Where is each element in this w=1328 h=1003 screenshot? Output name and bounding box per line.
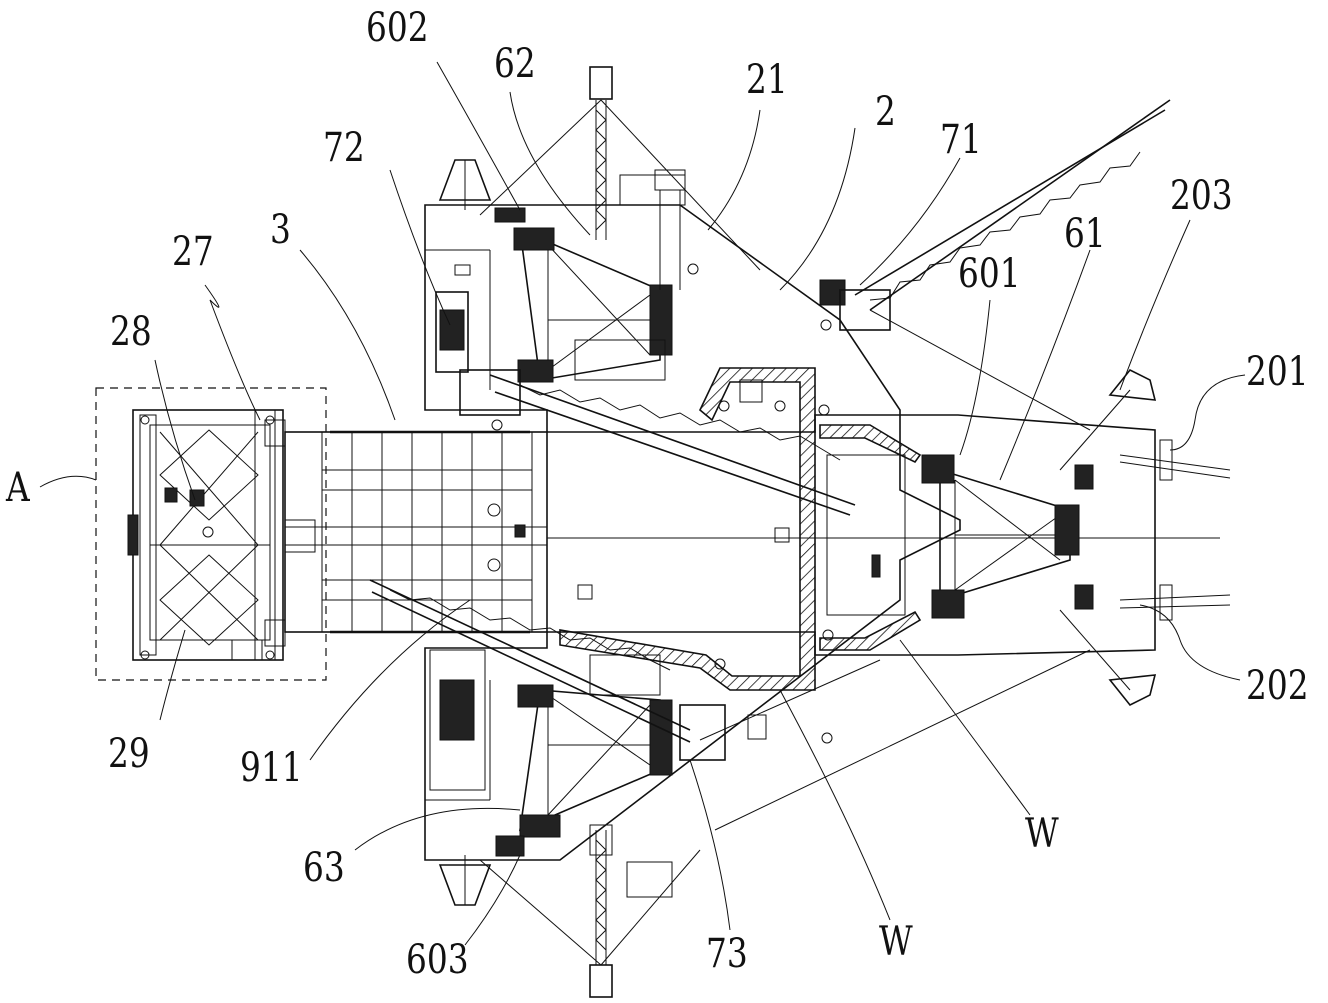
anchor-right-bottom bbox=[1060, 585, 1230, 705]
label-73: 73 bbox=[706, 934, 748, 974]
label-62: 62 bbox=[494, 44, 536, 84]
label-603: 603 bbox=[406, 940, 469, 980]
label-203: 203 bbox=[1170, 176, 1233, 216]
label-w-wall: W bbox=[879, 922, 913, 962]
left-module bbox=[128, 410, 285, 660]
label-29: 29 bbox=[108, 734, 150, 774]
label-61: 61 bbox=[1064, 214, 1106, 254]
label-3: 3 bbox=[270, 210, 291, 250]
label-911: 911 bbox=[240, 748, 303, 788]
label-201: 201 bbox=[1246, 352, 1309, 392]
leader-lines bbox=[40, 62, 1245, 945]
label-602: 602 bbox=[366, 8, 429, 48]
label-71: 71 bbox=[940, 120, 982, 160]
anchor-bottom-left bbox=[440, 836, 524, 905]
label-63: 63 bbox=[303, 848, 345, 888]
label-w-right: W bbox=[1025, 814, 1059, 854]
crane-boom-73 bbox=[370, 580, 1090, 830]
label-27: 27 bbox=[172, 232, 214, 272]
crane-boom-72 bbox=[436, 292, 855, 515]
hatched-wall bbox=[560, 368, 920, 690]
label-601: 601 bbox=[958, 254, 1021, 294]
upper-module bbox=[514, 228, 672, 382]
label-21: 21 bbox=[746, 60, 788, 100]
label-28: 28 bbox=[110, 312, 152, 352]
label-a: A bbox=[6, 468, 30, 508]
label-72: 72 bbox=[323, 128, 365, 168]
label-202: 202 bbox=[1246, 666, 1309, 706]
label-2: 2 bbox=[875, 92, 896, 132]
